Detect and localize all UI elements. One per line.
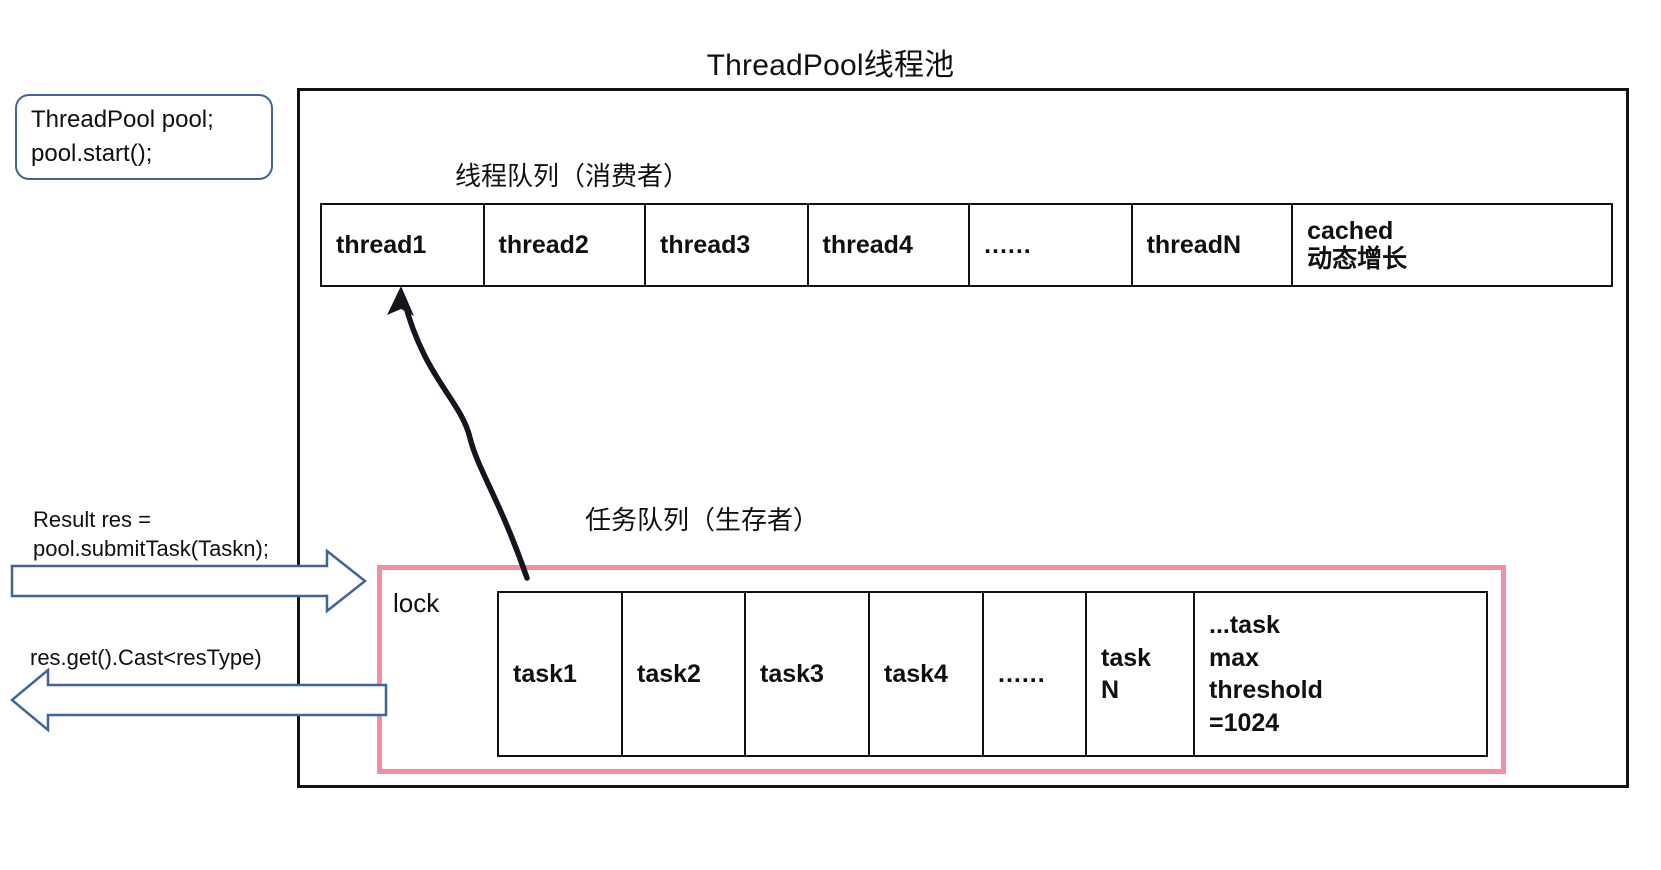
lock-label: lock bbox=[393, 588, 440, 618]
thread-cell-cached: cached 动态增长 bbox=[1307, 217, 1408, 273]
task-cell: task N bbox=[1087, 593, 1195, 755]
task-queue-label: 任务队列（生存者） bbox=[585, 505, 820, 535]
thread-cell-ellipsis: ...... bbox=[970, 205, 1133, 285]
thread-cell: threadN bbox=[1133, 205, 1294, 285]
task-cell: task2 bbox=[623, 593, 746, 755]
submit-task-annotation: Result res = pool.submitTask(Taskn); bbox=[33, 507, 269, 562]
thread-queue-label: 线程队列（消费者） bbox=[455, 161, 690, 191]
thread-queue-table: thread1 thread2 thread3 thread4 ...... t… bbox=[320, 203, 1613, 287]
thread-cell: thread2 bbox=[485, 205, 647, 285]
thread-cell: thread3 bbox=[646, 205, 809, 285]
page-title: ThreadPool线程池 bbox=[706, 49, 955, 82]
task-cell: task4 bbox=[870, 593, 984, 755]
task-queue-table: task1 task2 task3 task4 ...... task N ..… bbox=[497, 591, 1488, 757]
result-get-annotation: res.get().Cast<resType) bbox=[30, 645, 262, 670]
task-cell: task1 bbox=[499, 593, 623, 755]
code-callout-box: ThreadPool pool; pool.start(); bbox=[15, 94, 273, 180]
threadpool-frame bbox=[297, 88, 1629, 788]
thread-cell: thread1 bbox=[322, 205, 485, 285]
task-cell-threshold: ...task max threshold =1024 bbox=[1209, 611, 1323, 737]
task-cell-ellipsis: ...... bbox=[984, 593, 1087, 755]
task-cell: task3 bbox=[746, 593, 870, 755]
thread-cell: thread4 bbox=[809, 205, 971, 285]
